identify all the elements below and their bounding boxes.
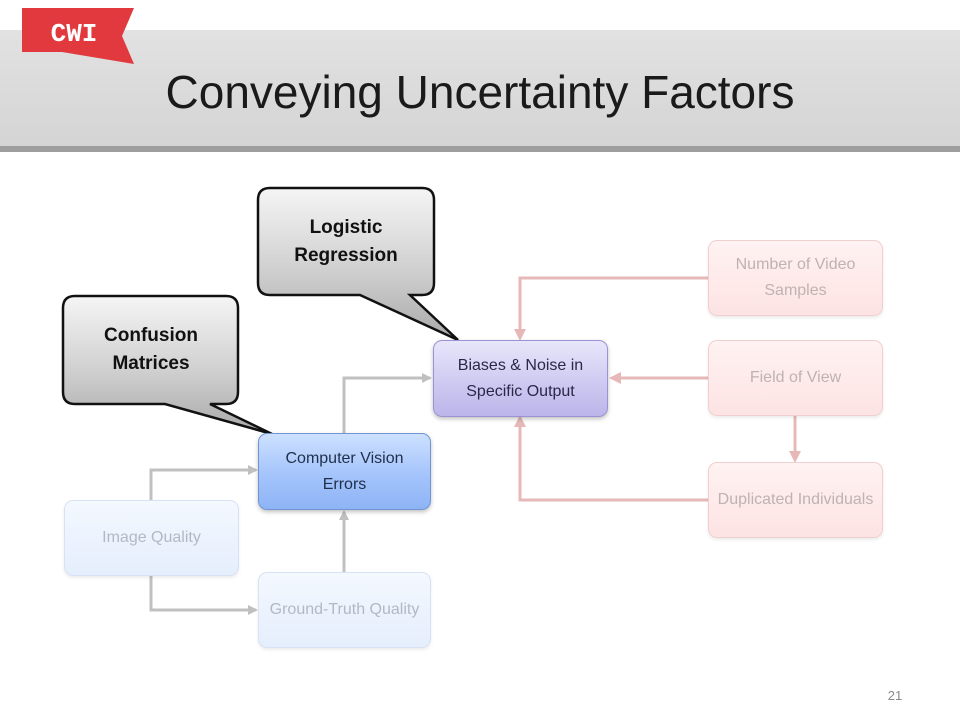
wire-image-to-cv bbox=[149, 465, 258, 500]
page-number: 21 bbox=[887, 688, 903, 703]
wire-cv-to-biases bbox=[342, 373, 432, 433]
node-number-of-video-samples[interactable]: Number of Video Samples bbox=[708, 240, 883, 316]
node-fov-label: Field of View bbox=[749, 369, 842, 386]
node-image-quality[interactable]: Image Quality bbox=[64, 500, 239, 576]
wire-samples-to-biases bbox=[514, 276, 708, 341]
node-cv-errors-label: Computer Vision Errors bbox=[285, 449, 404, 493]
callout-confusion-matrices bbox=[61, 294, 273, 436]
node-duplicated-label: Duplicated Individuals bbox=[717, 491, 874, 508]
logo-text: CWI bbox=[51, 19, 98, 49]
callout-logistic-regression bbox=[256, 186, 459, 342]
page-title: Conveying Uncertainty Factors bbox=[165, 66, 795, 118]
callout-logistic-text: Logistic Regression bbox=[294, 217, 398, 266]
node-computer-vision-errors[interactable]: Computer Vision Errors bbox=[258, 433, 431, 510]
wire-duplicated-to-biases bbox=[514, 415, 708, 502]
node-field-of-view[interactable]: Field of View bbox=[708, 340, 883, 416]
title-underline bbox=[0, 146, 960, 152]
title-bar bbox=[0, 30, 960, 148]
node-image-quality-label: Image Quality bbox=[102, 529, 201, 546]
wire-image-to-ground bbox=[149, 576, 258, 615]
node-biases-label: Biases & Noise in Specific Output bbox=[457, 356, 584, 400]
node-samples-label: Number of Video Samples bbox=[735, 256, 856, 299]
node-duplicated-individuals[interactable]: Duplicated Individuals bbox=[708, 462, 883, 538]
node-ground-truth-label: Ground-Truth Quality bbox=[269, 601, 420, 618]
node-biases-noise[interactable]: Biases & Noise in Specific Output bbox=[433, 340, 608, 417]
callout-confusion-text: Confusion Matrices bbox=[104, 325, 198, 374]
node-ground-truth-quality[interactable]: Ground-Truth Quality bbox=[258, 572, 431, 648]
cwi-logo: CWI bbox=[22, 8, 134, 64]
